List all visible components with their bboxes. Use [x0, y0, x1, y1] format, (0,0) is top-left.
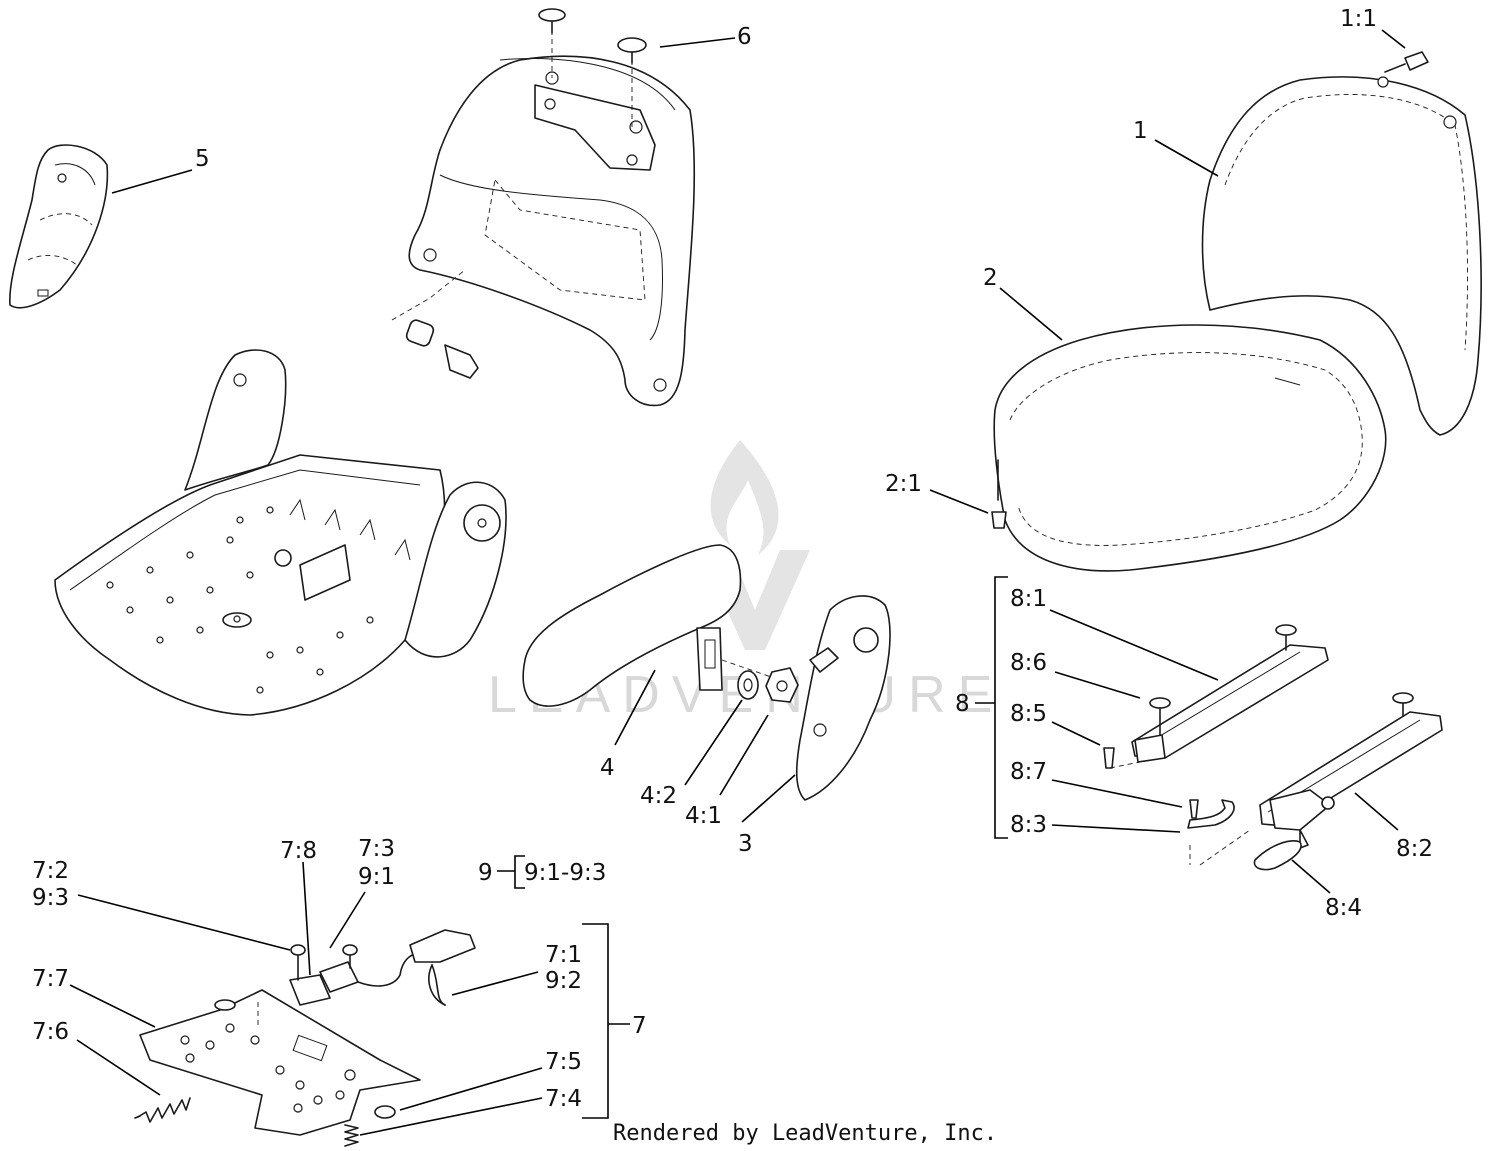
label-8-7: 8:7 [1010, 759, 1047, 785]
label-8-1: 8:1 [1010, 586, 1047, 612]
label-7-8: 7:8 [280, 838, 317, 864]
label-7-2: 7:2 [32, 858, 69, 884]
label-8-2: 8:2 [1396, 836, 1433, 862]
watermark-flame-icon [710, 440, 779, 555]
label-7-5: 7:5 [545, 1049, 582, 1075]
label-9-range: 9:1-9:3 [524, 860, 606, 886]
part-5-side-cover [9, 144, 109, 309]
label-1: 1 [1133, 118, 1148, 144]
label-8-3: 8:3 [1010, 812, 1047, 838]
label-7: 7 [632, 1013, 647, 1039]
label-7-6: 7:6 [32, 1019, 69, 1045]
plate-holes [180, 1023, 356, 1113]
leader-lines [69, 29, 1406, 1136]
label-8-6: 8:6 [1010, 650, 1047, 676]
seat-pan-holes [106, 506, 374, 694]
seat-assembly-1-2 [991, 51, 1482, 572]
label-3: 3 [738, 831, 753, 857]
label-7-3: 7:3 [358, 836, 395, 862]
label-9-3: 9:3 [32, 885, 69, 911]
seat-back-shell [391, 8, 696, 407]
label-7-4: 7:4 [545, 1086, 582, 1112]
label-4-1: 4:1 [685, 803, 722, 829]
label-8: 8 [955, 691, 970, 717]
label-8-5: 8:5 [1010, 701, 1047, 727]
label-7-7: 7:7 [32, 966, 69, 992]
armrest-4 [522, 544, 799, 707]
part-labels: 1:1 1 2 2:1 3 4 4:1 4:2 5 6 7 7:1 9:2 7:… [32, 6, 1433, 1112]
label-9-1: 9:1 [358, 864, 395, 890]
label-7-1: 7:1 [545, 942, 582, 968]
label-5: 5 [195, 146, 210, 172]
label-8-4: 8:4 [1325, 895, 1362, 921]
label-4-2: 4:2 [640, 783, 677, 809]
seat-slides-8 [1103, 624, 1443, 871]
label-1-1: 1:1 [1340, 6, 1377, 32]
label-6: 6 [737, 24, 752, 50]
armrest-bracket-3 [795, 595, 891, 801]
label-4: 4 [600, 755, 615, 781]
label-9-2: 9:2 [545, 968, 582, 994]
seat-pan [54, 349, 507, 716]
label-9: 9 [478, 860, 493, 886]
credit-text: Rendered by LeadVenture, Inc. [613, 1121, 997, 1146]
switch-kit-7 [134, 929, 476, 1147]
label-2: 2 [983, 265, 998, 291]
label-2-1: 2:1 [885, 471, 922, 497]
